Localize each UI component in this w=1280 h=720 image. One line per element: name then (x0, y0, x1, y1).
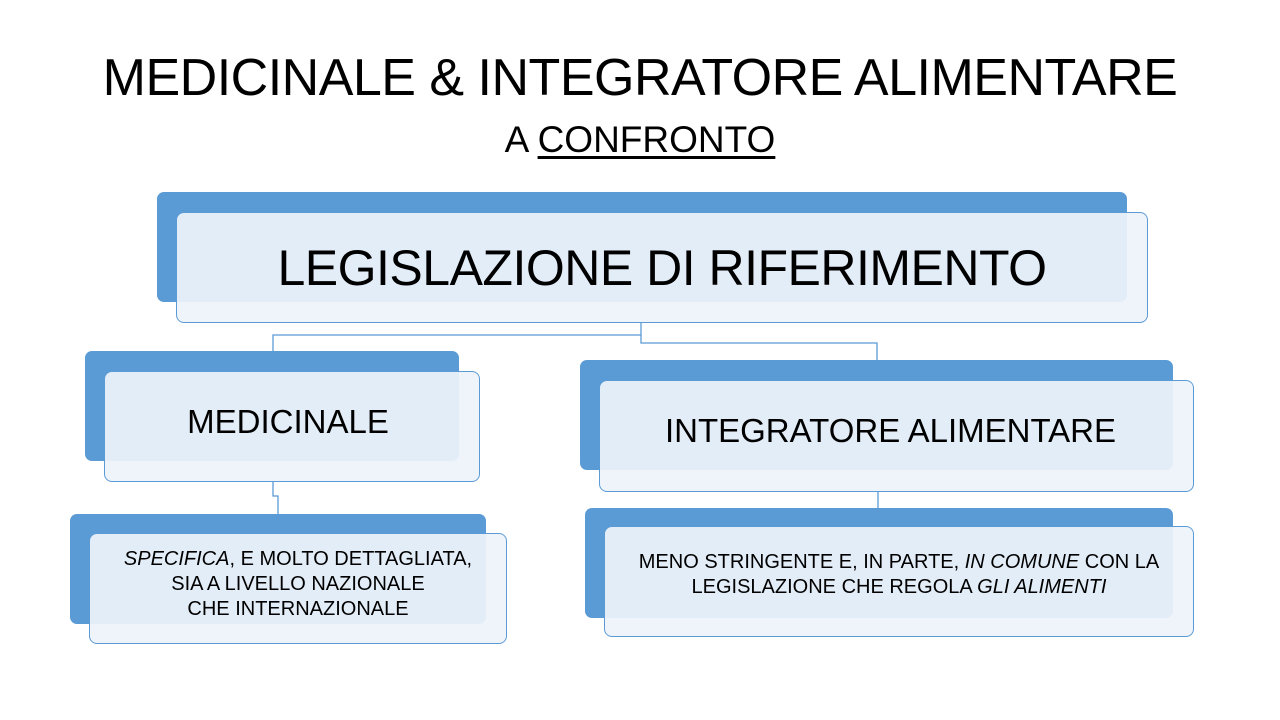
right-desc-box: MENO STRINGENTE E, IN PARTE, IN COMUNE C… (604, 526, 1194, 637)
right-desc-italic-2: GLI ALIMENTI (977, 575, 1107, 598)
slide-subtitle: A CONFRONTO (0, 118, 1280, 162)
root-node: LEGISLAZIONE DI RIFERIMENTO (176, 212, 1148, 323)
slide-title: MEDICINALE & INTEGRATORE ALIMENTARE (102, 49, 1178, 107)
subtitle-prefix: A (504, 119, 538, 160)
right-node: INTEGRATORE ALIMENTARE (599, 380, 1194, 492)
right-desc-italic-1: IN COMUNE (964, 550, 1080, 573)
connector-left-desc (272, 482, 279, 514)
left-desc-text: SPECIFICA, E MOLTO DETTAGLIATA, SIA A LI… (123, 548, 473, 620)
left-desc-italic: SPECIFICA (123, 548, 230, 570)
subtitle-underlined: CONFRONTO (537, 119, 776, 160)
left-node: MEDICINALE (104, 371, 480, 482)
right-node-label: INTEGRATORE ALIMENTARE (664, 412, 1117, 449)
connector-root-children (272, 323, 878, 360)
right-desc-text: MENO STRINGENTE E, IN PARTE, IN COMUNE C… (638, 550, 1160, 598)
root-node-label: LEGISLAZIONE DI RIFERIMENTO (277, 239, 1047, 296)
left-desc-box: SPECIFICA, E MOLTO DETTAGLIATA, SIA A LI… (89, 533, 507, 644)
left-node-label: MEDICINALE (187, 402, 389, 440)
